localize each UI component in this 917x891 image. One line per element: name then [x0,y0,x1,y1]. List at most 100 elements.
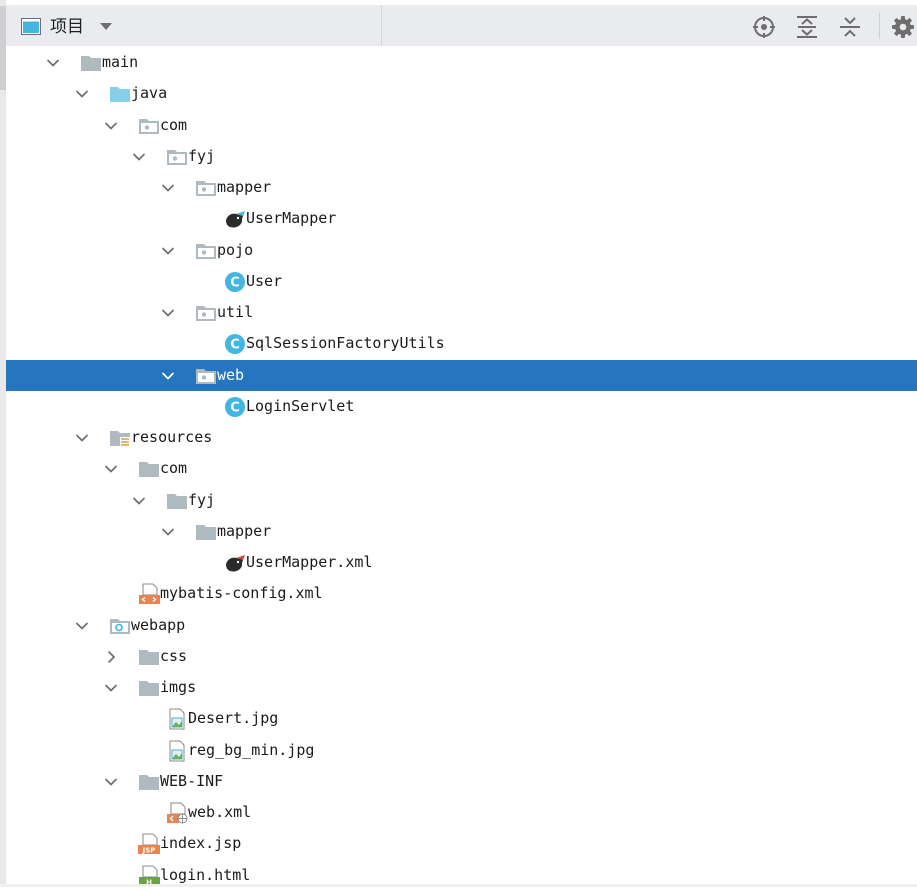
tree-item-label: Desert.jpg [188,709,279,727]
scroll-thumb[interactable] [0,6,6,90]
svg-text:H: H [146,879,152,887]
tree-row-java[interactable]: java [6,78,917,109]
tree-row-webapp[interactable]: webapp [6,610,917,641]
image-file-icon [166,708,188,730]
svg-text:JSP: JSP [142,847,156,855]
class-icon: C [224,396,246,418]
tree-row-web[interactable]: web [6,360,917,391]
collapse-all-icon[interactable] [838,15,862,39]
project-toolbar: 项目 [6,0,917,46]
tree-row-imgs[interactable]: imgs [6,672,917,703]
mybatis-interface-icon [224,208,246,230]
chevron-down-icon[interactable] [132,493,146,507]
tree-item-label: resources [131,428,213,446]
chevron-down-icon[interactable] [161,368,175,382]
project-view-icon [21,18,41,35]
svg-text:C: C [230,338,240,353]
package-icon [195,240,217,262]
source-folder-icon [109,83,131,105]
web-folder-icon [109,615,131,637]
chevron-down-icon[interactable] [75,86,89,100]
chevron-down-icon[interactable] [161,305,175,319]
image-file-icon [166,740,188,762]
chevron-down-icon[interactable] [75,618,89,632]
tree-row-mapper[interactable]: mapper [6,516,917,547]
tree-row-main[interactable]: main [6,47,917,78]
tree-row-com[interactable]: com [6,453,917,484]
web-xml-file-icon [166,802,188,824]
tree-row-resources[interactable]: resources [6,422,917,453]
xml-file-icon [138,583,160,605]
tree-item-label: mapper [217,178,272,196]
tree-row-user[interactable]: C User [6,266,917,297]
tree-row-web-inf[interactable]: WEB-INF [6,766,917,797]
tree-row-sqlsessionfactoryutils[interactable]: C SqlSessionFactoryUtils [6,328,917,359]
chevron-right-icon[interactable] [104,649,118,664]
mybatis-xml-icon [224,552,246,574]
chevron-down-icon[interactable] [104,118,118,132]
folder-icon [138,677,160,699]
tree-item-label: fyj [188,147,216,165]
tree-item-label: util [217,303,254,321]
package-icon [166,146,188,168]
svg-text:C: C [230,276,240,291]
folder-icon [195,521,217,543]
tree-item-label: login.html [160,866,251,884]
tree-item-label: User [246,272,283,290]
package-icon [195,365,217,387]
package-icon [195,177,217,199]
tree-row-com[interactable]: com [6,110,917,141]
chevron-down-icon[interactable] [46,55,60,69]
tree-row-usermapper[interactable]: UserMapper [6,203,917,234]
chevron-down-icon[interactable] [161,243,175,257]
class-icon: C [224,333,246,355]
locate-file-icon[interactable] [752,15,776,39]
tree-item-label: web [217,366,245,384]
html-file-icon: H [138,865,160,887]
left-scroll-strip [0,0,6,887]
dropdown-arrow-icon[interactable] [99,19,113,33]
project-title[interactable]: 项目 [50,17,84,37]
tree-row-css[interactable]: css [6,641,917,672]
chevron-down-icon[interactable] [161,180,175,194]
tree-item-label: imgs [160,678,197,696]
tree-item-label: UserMapper [246,209,337,227]
tree-row-web-xml[interactable]: web.xml [6,797,917,828]
bottom-border [0,884,917,887]
tree-item-label: css [160,647,188,665]
tree-row-desert-jpg[interactable]: Desert.jpg [6,703,917,734]
tree-item-label: mybatis-config.xml [160,584,323,602]
tree-item-label: reg_bg_min.jpg [188,741,315,759]
folder-icon [138,458,160,480]
jsp-file-icon: JSP [138,833,160,855]
svg-text:C: C [230,401,240,416]
tree-item-label: mapper [217,522,272,540]
tree-row-mybatis-config-xml[interactable]: mybatis-config.xml [6,578,917,609]
tree-row-fyj[interactable]: fyj [6,485,917,516]
tree-item-label: UserMapper.xml [246,553,373,571]
tree-item-label: SqlSessionFactoryUtils [246,334,445,352]
chevron-down-icon[interactable] [161,524,175,538]
tree-row-mapper[interactable]: mapper [6,172,917,203]
tree-row-reg-bg-min-jpg[interactable]: reg_bg_min.jpg [6,735,917,766]
tree-row-pojo[interactable]: pojo [6,235,917,266]
chevron-down-icon[interactable] [104,680,118,694]
tree-row-usermapper-xml[interactable]: UserMapper.xml [6,547,917,578]
expand-all-icon[interactable] [795,15,819,39]
chevron-down-icon[interactable] [132,149,146,163]
toolbar-separator-right [879,13,880,39]
tree-item-label: com [160,459,188,477]
tree-item-label: pojo [217,241,254,259]
tree-row-util[interactable]: util [6,297,917,328]
chevron-down-icon[interactable] [75,430,89,444]
package-icon [138,115,160,137]
tree-item-label: WEB-INF [160,772,224,790]
chevron-down-icon[interactable] [104,461,118,475]
tree-row-fyj[interactable]: fyj [6,141,917,172]
chevron-down-icon[interactable] [104,774,118,788]
gear-icon[interactable] [891,15,915,39]
